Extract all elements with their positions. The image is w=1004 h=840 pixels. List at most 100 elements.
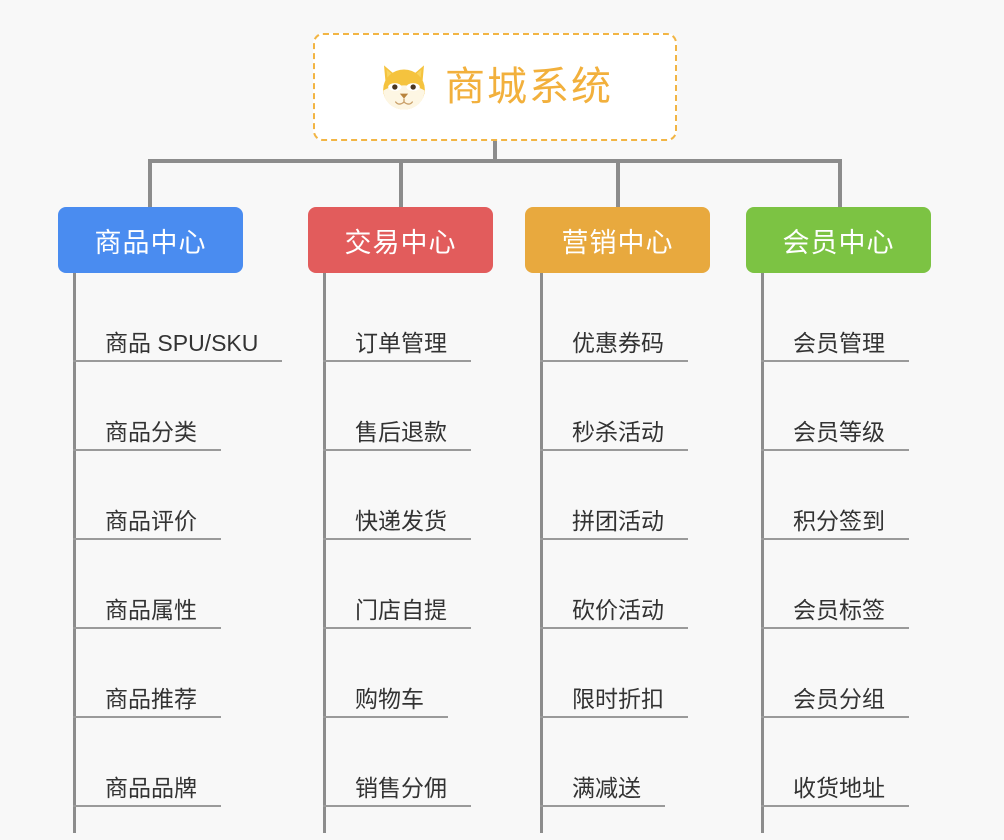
leaf-label: 积分签到 (791, 508, 909, 540)
leaf-label: 限时折扣 (570, 686, 688, 718)
leaf-connector (73, 449, 105, 451)
leaf-item[interactable]: 优惠券码 (540, 273, 770, 362)
leaf-label: 满减送 (570, 775, 665, 807)
leaf-connector (540, 538, 572, 540)
leaf-item[interactable]: 拼团活动 (540, 451, 770, 540)
leaf-connector (323, 360, 355, 362)
leaf-label: 收货地址 (791, 775, 909, 807)
leaf-list-2: 订单管理 售后退款 快递发货 门店自提 购物车 销售分佣 (323, 273, 553, 807)
leaf-item[interactable]: 商品品牌 (73, 718, 303, 807)
leaf-item[interactable]: 商品 SPU/SKU (73, 273, 303, 362)
leaf-item[interactable]: 会员管理 (761, 273, 991, 362)
leaf-label: 商品属性 (103, 597, 221, 629)
leaf-item[interactable]: 会员分组 (761, 629, 991, 718)
leaf-connector (323, 627, 355, 629)
leaf-item[interactable]: 门店自提 (323, 540, 553, 629)
branch-column-3: 营销中心 优惠券码 秒杀活动 拼团活动 砍价活动 限时折扣 满减送 (525, 207, 710, 833)
leaf-label: 商品品牌 (103, 775, 221, 807)
branch-trunk-4 (761, 273, 764, 833)
branch-column-4: 会员中心 会员管理 会员等级 积分签到 会员标签 会员分组 收货地址 (746, 207, 931, 833)
leaf-item[interactable]: 限时折扣 (540, 629, 770, 718)
leaf-label: 订单管理 (353, 330, 471, 362)
leaf-connector (323, 716, 355, 718)
leaf-label: 砍价活动 (570, 597, 688, 629)
leaf-label: 会员标签 (791, 597, 909, 629)
leaf-item[interactable]: 订单管理 (323, 273, 553, 362)
leaf-label: 商品推荐 (103, 686, 221, 718)
leaf-item[interactable]: 会员标签 (761, 540, 991, 629)
connector-root-stem (493, 141, 497, 163)
leaf-label: 会员等级 (791, 419, 909, 451)
leaf-connector (73, 627, 105, 629)
branch-trunk-2 (323, 273, 326, 833)
leaf-connector (761, 627, 793, 629)
leaf-item[interactable]: 会员等级 (761, 362, 991, 451)
leaf-label: 门店自提 (353, 597, 471, 629)
leaf-label: 商品分类 (103, 419, 221, 451)
leaf-connector (761, 360, 793, 362)
leaf-item[interactable]: 满减送 (540, 718, 770, 807)
leaf-list-4: 会员管理 会员等级 积分签到 会员标签 会员分组 收货地址 (761, 273, 991, 807)
leaf-connector (540, 805, 572, 807)
leaf-label: 优惠券码 (570, 330, 688, 362)
connector-horizontal-bus (148, 159, 842, 163)
leaf-item[interactable]: 商品推荐 (73, 629, 303, 718)
branch-header-label: 交易中心 (344, 227, 457, 258)
leaf-item[interactable]: 秒杀活动 (540, 362, 770, 451)
root-title: 商城系统 (445, 65, 613, 109)
leaf-list-1: 商品 SPU/SKU 商品分类 商品评价 商品属性 商品推荐 商品品牌 (73, 273, 303, 807)
branch-header-2[interactable]: 交易中心 (308, 207, 493, 273)
leaf-connector (761, 805, 793, 807)
branch-column-1: 商品中心 商品 SPU/SKU 商品分类 商品评价 商品属性 商品推荐 商品品牌 (58, 207, 283, 833)
connector-drop-4 (838, 159, 842, 209)
leaf-connector (73, 360, 105, 362)
leaf-connector (73, 538, 105, 540)
leaf-label: 销售分佣 (353, 775, 471, 807)
branch-header-3[interactable]: 营销中心 (525, 207, 710, 273)
root-node[interactable]: 商城系统 (313, 33, 677, 141)
leaf-list-3: 优惠券码 秒杀活动 拼团活动 砍价活动 限时折扣 满减送 (540, 273, 770, 807)
leaf-item[interactable]: 销售分佣 (323, 718, 553, 807)
branch-trunk-1 (73, 273, 76, 833)
shiba-dog-face-icon (383, 65, 425, 110)
leaf-item[interactable]: 快递发货 (323, 451, 553, 540)
leaf-item[interactable]: 收货地址 (761, 718, 991, 807)
branch-header-label: 商品中心 (94, 227, 207, 258)
leaf-label: 会员分组 (791, 686, 909, 718)
leaf-label: 商品 SPU/SKU (103, 330, 283, 362)
leaf-label: 商品评价 (103, 508, 221, 540)
leaf-connector (540, 627, 572, 629)
leaf-connector (323, 538, 355, 540)
leaf-connector (761, 538, 793, 540)
connector-drop-2 (399, 159, 403, 209)
branch-trunk-3 (540, 273, 543, 833)
branch-header-label: 会员中心 (782, 227, 895, 258)
leaf-connector (761, 716, 793, 718)
leaf-connector (540, 360, 572, 362)
leaf-connector (761, 449, 793, 451)
branch-header-4[interactable]: 会员中心 (746, 207, 931, 273)
leaf-label: 拼团活动 (570, 508, 688, 540)
branch-header-label: 营销中心 (561, 227, 674, 258)
leaf-item[interactable]: 砍价活动 (540, 540, 770, 629)
leaf-connector (73, 716, 105, 718)
leaf-item[interactable]: 商品属性 (73, 540, 303, 629)
leaf-item[interactable]: 购物车 (323, 629, 553, 718)
leaf-connector (540, 716, 572, 718)
leaf-label: 购物车 (353, 686, 448, 718)
leaf-label: 会员管理 (791, 330, 909, 362)
leaf-connector (73, 805, 105, 807)
branch-header-1[interactable]: 商品中心 (58, 207, 243, 273)
branch-column-2: 交易中心 订单管理 售后退款 快递发货 门店自提 购物车 销售分佣 (308, 207, 493, 833)
leaf-item[interactable]: 积分签到 (761, 451, 991, 540)
leaf-item[interactable]: 商品评价 (73, 451, 303, 540)
leaf-label: 秒杀活动 (570, 419, 688, 451)
connector-drop-3 (616, 159, 620, 209)
leaf-connector (323, 805, 355, 807)
leaf-label: 快递发货 (353, 508, 471, 540)
leaf-item[interactable]: 售后退款 (323, 362, 553, 451)
leaf-connector (323, 449, 355, 451)
connector-drop-1 (148, 159, 152, 209)
leaf-item[interactable]: 商品分类 (73, 362, 303, 451)
